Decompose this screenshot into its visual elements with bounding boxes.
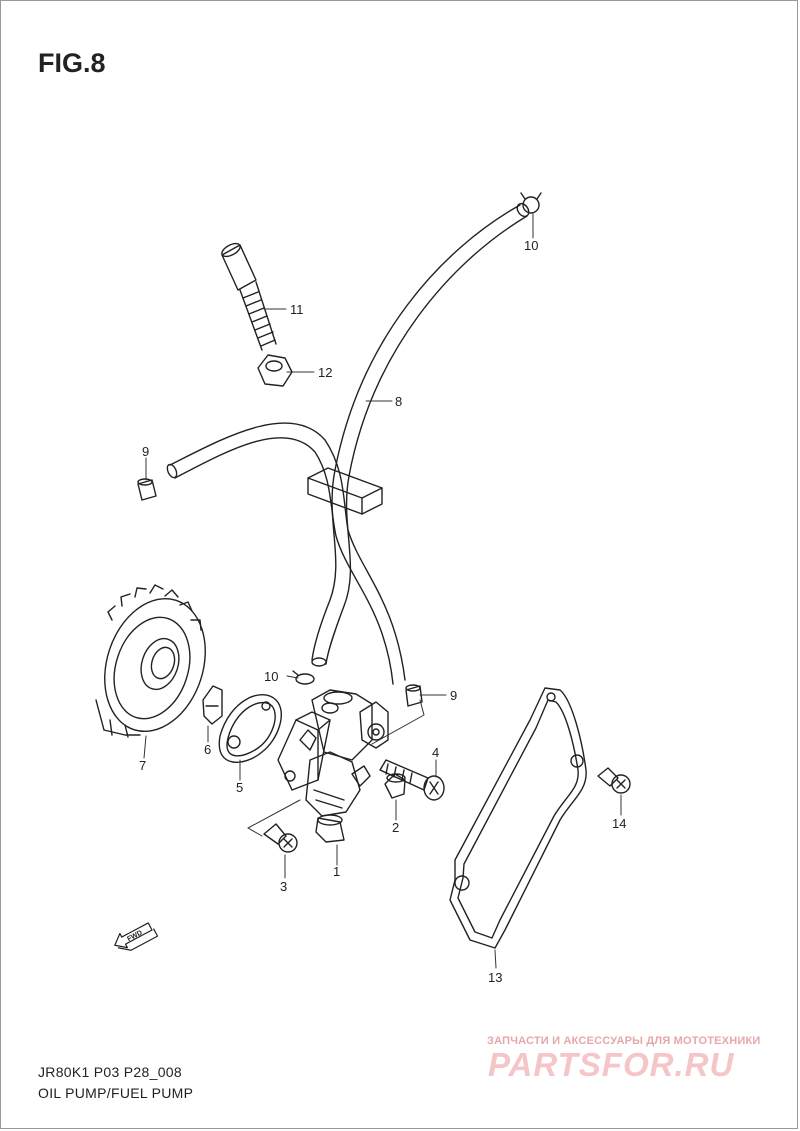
- part-4-bolt[interactable]: [379, 759, 445, 801]
- part-9-cap-right[interactable]: [405, 684, 423, 707]
- callout-1: 1: [333, 864, 340, 879]
- part-1-oil-pump[interactable]: [277, 689, 389, 843]
- fwd-arrow-icon: FWD: [114, 922, 159, 951]
- part-5-gasket[interactable]: [218, 694, 282, 763]
- part-11-bolt[interactable]: [220, 241, 277, 351]
- callout-5: 5: [236, 780, 243, 795]
- callout-3: 3: [280, 879, 287, 894]
- callout-7: 7: [139, 758, 146, 773]
- callout-12: 12: [318, 365, 332, 380]
- part-3-screw[interactable]: [263, 823, 298, 853]
- callout-4: 4: [432, 745, 439, 760]
- watermark-tagline: ЗАПЧАСТИ И АКСЕССУАРЫ ДЛЯ МОТОТЕХНИКИ: [487, 1035, 761, 1047]
- alignment-lines: [247, 699, 425, 837]
- callout-14: 14: [612, 816, 626, 831]
- part-9-fuel-hose[interactable]: [165, 422, 406, 685]
- callout-6: 6: [204, 742, 211, 757]
- part-7-gear[interactable]: [88, 584, 221, 745]
- callout-11: 11: [290, 302, 304, 317]
- part-6-clip[interactable]: [202, 685, 223, 725]
- part-9-cap-left[interactable]: [137, 478, 157, 501]
- part-10-clip-top[interactable]: [520, 192, 542, 214]
- part-14-screw[interactable]: [597, 767, 631, 794]
- callout-labels: 10 11 12 8 9 10 9 4 6 7 5 2 14 1 3 13: [139, 238, 626, 985]
- fwd-label: FWD: [126, 929, 143, 943]
- part-13-gasket[interactable]: [449, 687, 587, 949]
- watermark-logo: PARTSFOR.RU: [488, 1046, 735, 1083]
- footer-diagram-name: OIL PUMP/FUEL PUMP: [38, 1085, 194, 1101]
- part-8-oil-hose[interactable]: [311, 201, 531, 667]
- callout-10-top: 10: [524, 238, 538, 253]
- callout-8: 8: [395, 394, 402, 409]
- callout-13: 13: [488, 970, 502, 985]
- footer-diagram-code: JR80K1 P03 P28_008: [38, 1064, 182, 1080]
- hose-clamp-block[interactable]: [307, 467, 383, 515]
- callout-2: 2: [392, 820, 399, 835]
- part-10-clip-bottom[interactable]: [292, 670, 315, 685]
- callout-9-left: 9: [142, 444, 149, 459]
- part-12-nut[interactable]: [257, 354, 293, 387]
- leader-lines: [143, 213, 622, 969]
- callout-9-right: 9: [450, 688, 457, 703]
- figure-title: FIG.8: [38, 48, 106, 78]
- callout-10-bottom: 10: [264, 669, 278, 684]
